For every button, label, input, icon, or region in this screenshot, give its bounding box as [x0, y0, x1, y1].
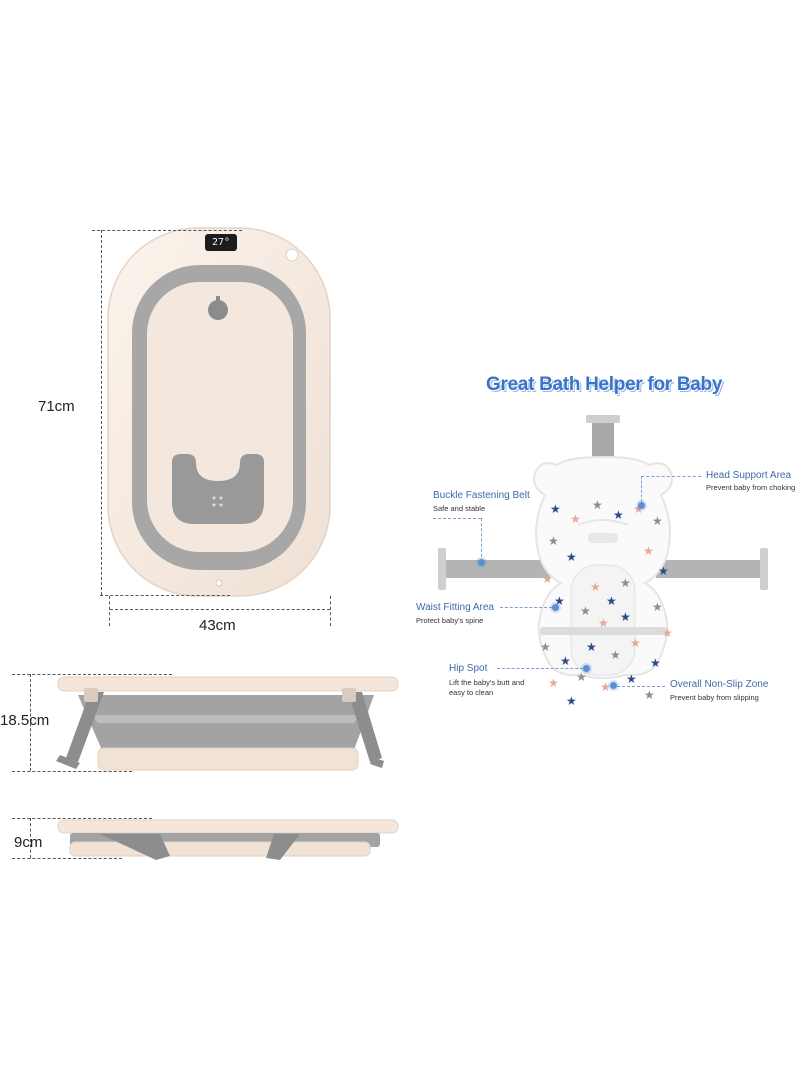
svg-text:★: ★: [542, 572, 553, 586]
non-slip-dot: [610, 682, 617, 689]
open-height-top: [12, 674, 172, 675]
buckle-belt-sub: Safe and stable: [433, 504, 486, 513]
svg-text:★: ★: [652, 600, 663, 614]
folded-height-line: [30, 818, 31, 858]
width-dimension-line: [110, 609, 330, 610]
waist-fitting-dot: [552, 604, 559, 611]
svg-text:★: ★: [620, 610, 631, 624]
non-slip-title: Overall Non-Slip Zone: [670, 679, 769, 690]
width-dimension-right: [330, 596, 331, 626]
tub-side-open-illustration: [56, 676, 399, 771]
buckle-belt-title: Buckle Fastening Belt: [433, 490, 530, 501]
svg-text:★: ★: [554, 594, 565, 608]
hip-spot-sub: Lift the baby's butt and easy to clean: [449, 678, 525, 697]
open-height-label: 18.5cm: [0, 712, 50, 729]
non-slip-sub: Prevent baby from slipping: [670, 693, 759, 702]
svg-text:★: ★: [548, 534, 559, 548]
waist-fitting-leader: [500, 607, 552, 608]
bath-helper-illustration: ★★ ★★ ★★ ★★ ★★ ★★ ★★ ★★ ★★ ★★ ★★ ★★ ★★ ★…: [438, 415, 768, 708]
svg-text:★: ★: [650, 656, 661, 670]
svg-text:★: ★: [613, 508, 624, 522]
helper-title: Great Bath Helper for Baby: [486, 374, 723, 395]
non-slip-leader: [617, 686, 665, 687]
head-support-leader-v: [641, 476, 642, 502]
waist-fitting-title: Waist Fitting Area: [416, 602, 494, 613]
open-height-bottom: [12, 771, 132, 772]
svg-text:★: ★: [643, 544, 654, 558]
svg-text:★: ★: [560, 654, 571, 668]
head-support-sub: Prevent baby from choking: [706, 483, 796, 492]
hip-spot-dot: [583, 665, 590, 672]
svg-text:★: ★: [570, 512, 581, 526]
svg-text:★: ★: [592, 498, 603, 512]
svg-text:★: ★: [540, 640, 551, 654]
bath-helper-seat: ★★ ★★ ★★ ★★ ★★ ★★ ★★ ★★ ★★ ★★ ★★ ★★ ★★ ★…: [430, 415, 800, 725]
svg-text:★: ★: [580, 604, 591, 618]
height-dimension-line: [101, 230, 102, 595]
svg-text:★: ★: [600, 680, 611, 694]
svg-text:★: ★: [586, 640, 597, 654]
head-support-title: Head Support Area: [706, 470, 792, 481]
svg-text:★: ★: [566, 550, 577, 564]
buckle-belt-leader-v: [481, 518, 482, 562]
head-support-leader-h: [641, 476, 701, 477]
svg-text:★: ★: [576, 670, 587, 684]
height-label: 71cm: [38, 398, 75, 415]
buckle-belt-dot: [478, 559, 485, 566]
waist-fitting-sub: Protect baby's spine: [416, 616, 484, 625]
svg-text:★: ★: [610, 648, 621, 662]
svg-text:★: ★: [598, 616, 609, 630]
width-dimension-left: [109, 596, 110, 626]
tub-side-view-open: 18.5cm: [0, 660, 400, 780]
svg-text:★: ★: [566, 694, 577, 708]
height-dimension-bottom: [100, 595, 230, 596]
head-support-dot: [638, 502, 645, 509]
tub-side-view-folded: 9cm: [0, 810, 400, 870]
svg-text:★: ★: [606, 594, 617, 608]
svg-text:★: ★: [626, 672, 637, 686]
svg-text:★: ★: [658, 564, 669, 578]
folded-height-bottom: [12, 858, 122, 859]
tub-top-illustration: [107, 227, 331, 597]
svg-text:★: ★: [633, 502, 644, 516]
folded-height-top: [12, 818, 152, 819]
height-dimension-top: [92, 230, 242, 231]
folded-height-label: 9cm: [14, 834, 43, 851]
open-height-line: [30, 674, 31, 771]
hip-spot-leader: [497, 668, 583, 669]
buckle-belt-leader-h: [433, 518, 481, 519]
hip-spot-title: Hip Spot: [449, 663, 488, 674]
tub-top-view: 27° 71cm 43cm: [0, 0, 400, 650]
svg-text:★: ★: [662, 626, 673, 640]
temperature-display: 27°: [205, 234, 237, 251]
svg-text:★: ★: [630, 636, 641, 650]
tub-side-folded-illustration: [57, 819, 399, 860]
svg-text:★: ★: [548, 676, 559, 690]
svg-text:★: ★: [590, 580, 601, 594]
svg-text:★: ★: [620, 576, 631, 590]
svg-text:★: ★: [550, 502, 561, 516]
svg-text:★: ★: [652, 514, 663, 528]
svg-text:★: ★: [644, 688, 655, 702]
width-label: 43cm: [199, 617, 236, 634]
